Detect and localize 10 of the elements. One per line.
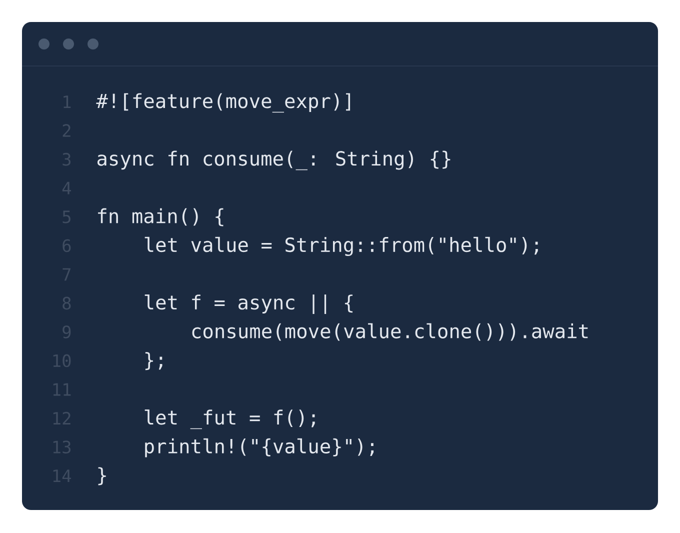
code-line: }; xyxy=(145,352,162,370)
code-line: let value = String::from("hello"); xyxy=(144,236,538,256)
code-line: fn main() { xyxy=(98,208,224,226)
code-line: } xyxy=(98,467,106,486)
code-line: println!("{value}"); xyxy=(145,438,374,458)
code-line: async fn consume(_: String) {} xyxy=(97,150,450,170)
code-line: let f = async || { xyxy=(144,294,353,314)
code-line: let _fut = f(); xyxy=(144,410,315,430)
code-line: #![feature(move_expr)] xyxy=(96,93,350,113)
code-line: consume(move(value.clone())).await xyxy=(192,323,588,341)
